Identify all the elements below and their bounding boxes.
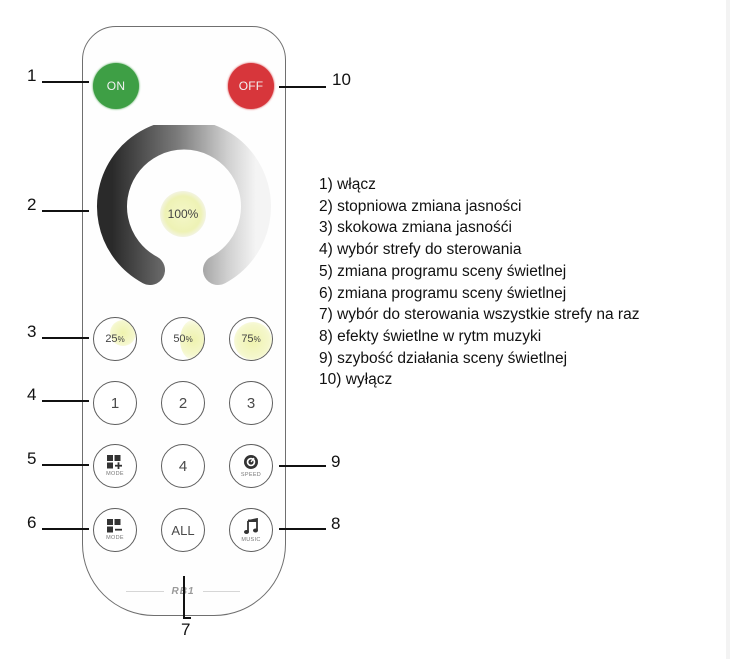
brightness-center-button[interactable]: 100% bbox=[160, 191, 206, 237]
zone-3-label: 3 bbox=[246, 394, 256, 412]
zone-3-button[interactable]: 3 bbox=[229, 381, 273, 425]
legend-item: 3) skokowa zmiana jasnośći bbox=[319, 219, 512, 237]
off-button[interactable]: OFF bbox=[228, 63, 274, 109]
callout-number-7: 7 bbox=[181, 620, 191, 639]
brightness-25-value: 25 bbox=[105, 333, 118, 345]
brightness-25-button[interactable]: 25% bbox=[93, 317, 137, 361]
brightness-center-label: 100% bbox=[167, 207, 199, 221]
brightness-50-button[interactable]: 50% bbox=[161, 317, 205, 361]
callout-line-4 bbox=[42, 400, 89, 402]
music-caption: MUSIC bbox=[241, 536, 261, 543]
callout-line-2 bbox=[42, 210, 89, 212]
all-zones-button[interactable]: ALL bbox=[161, 508, 205, 552]
legend-item: 10) wyłącz bbox=[319, 371, 393, 389]
brightness-75-button[interactable]: 75% bbox=[229, 317, 273, 361]
callout-line-1 bbox=[42, 81, 89, 83]
callout-number-6: 6 bbox=[27, 513, 37, 532]
mode-minus-button[interactable]: MODE bbox=[93, 508, 137, 552]
on-label: ON bbox=[106, 79, 126, 93]
all-zones-label: ALL bbox=[171, 522, 195, 538]
callout-number-1: 1 bbox=[27, 66, 37, 85]
callout-number-3: 3 bbox=[27, 322, 37, 341]
grid-plus-icon bbox=[107, 455, 122, 469]
callout-number-9: 9 bbox=[331, 452, 341, 471]
legend-item: 6) zmiana programu sceny świetlnej bbox=[319, 284, 567, 302]
speed-dial-icon bbox=[244, 455, 258, 469]
mode-plus-button[interactable]: MODE bbox=[93, 444, 137, 488]
percent-unit: % bbox=[117, 335, 125, 344]
callout-number-5: 5 bbox=[27, 449, 37, 468]
percent-unit: % bbox=[253, 335, 261, 344]
callout-line-8 bbox=[279, 528, 326, 530]
callout-number-8: 8 bbox=[331, 514, 341, 533]
legend-item: 5) zmiana programu sceny świetlnej bbox=[319, 262, 567, 280]
legend-item: 9) szybość działania sceny świetlnej bbox=[319, 349, 568, 367]
callout-line-6 bbox=[42, 528, 89, 530]
brightness-glow bbox=[110, 320, 136, 346]
legend-item: 2) stopniowa zmiana jasności bbox=[319, 197, 522, 215]
zone-1-button[interactable]: 1 bbox=[93, 381, 137, 425]
brightness-50-label: 50% bbox=[173, 333, 192, 345]
callout-line-5 bbox=[42, 464, 89, 466]
zone-4-label: 4 bbox=[178, 457, 188, 475]
callout-line-9 bbox=[279, 465, 326, 467]
zone-2-button[interactable]: 2 bbox=[161, 381, 205, 425]
legend-item: 1) włącz bbox=[319, 176, 376, 193]
zone-4-button[interactable]: 4 bbox=[161, 444, 205, 488]
brightness-glow bbox=[180, 320, 204, 360]
brightness-glow bbox=[234, 322, 272, 360]
callout-number-10: 10 bbox=[332, 70, 351, 89]
callout-line-7-vertical bbox=[183, 576, 185, 619]
callout-line-3 bbox=[42, 337, 89, 339]
callout-number-4: 4 bbox=[27, 385, 37, 404]
legend-item: 8) efekty świetlne w rytm muzyki bbox=[319, 327, 542, 345]
speed-button[interactable]: SPEED bbox=[229, 444, 273, 488]
brightness-75-value: 75 bbox=[241, 333, 254, 345]
image-edge-strip bbox=[726, 0, 730, 659]
brand-rule-left bbox=[126, 590, 164, 592]
brightness-wheel[interactable] bbox=[95, 125, 273, 295]
music-note-icon bbox=[244, 517, 258, 534]
brightness-50-value: 50 bbox=[173, 333, 186, 345]
mode-minus-caption: MODE bbox=[106, 535, 124, 541]
percent-unit: % bbox=[185, 335, 193, 344]
mode-plus-caption: MODE bbox=[106, 471, 124, 477]
speed-caption: SPEED bbox=[240, 472, 262, 478]
callout-line-10 bbox=[279, 86, 326, 88]
off-label: OFF bbox=[238, 79, 264, 93]
grid-minus-icon bbox=[107, 519, 122, 533]
callout-number-2: 2 bbox=[27, 195, 37, 214]
brand-rule-right bbox=[202, 590, 241, 592]
legend-item: 4) wybór strefy do sterowania bbox=[319, 241, 522, 259]
zone-2-label: 2 bbox=[178, 394, 188, 412]
model-name: RB1 bbox=[164, 586, 203, 597]
music-button[interactable]: MUSIC bbox=[229, 508, 273, 552]
brightness-75-label: 75% bbox=[241, 333, 260, 345]
callout-line-7-hook bbox=[183, 617, 191, 619]
brightness-arc bbox=[97, 125, 271, 285]
brightness-25-label: 25% bbox=[105, 333, 124, 345]
function-legend: 1) włącz 2) stopniowa zmiana jasności 3)… bbox=[319, 174, 639, 391]
legend-item: 7) wybór do sterowania wszystkie strefy … bbox=[319, 306, 640, 324]
zone-1-label: 1 bbox=[110, 394, 120, 412]
model-brand: RB1 bbox=[126, 584, 241, 598]
on-button[interactable]: ON bbox=[93, 63, 139, 109]
